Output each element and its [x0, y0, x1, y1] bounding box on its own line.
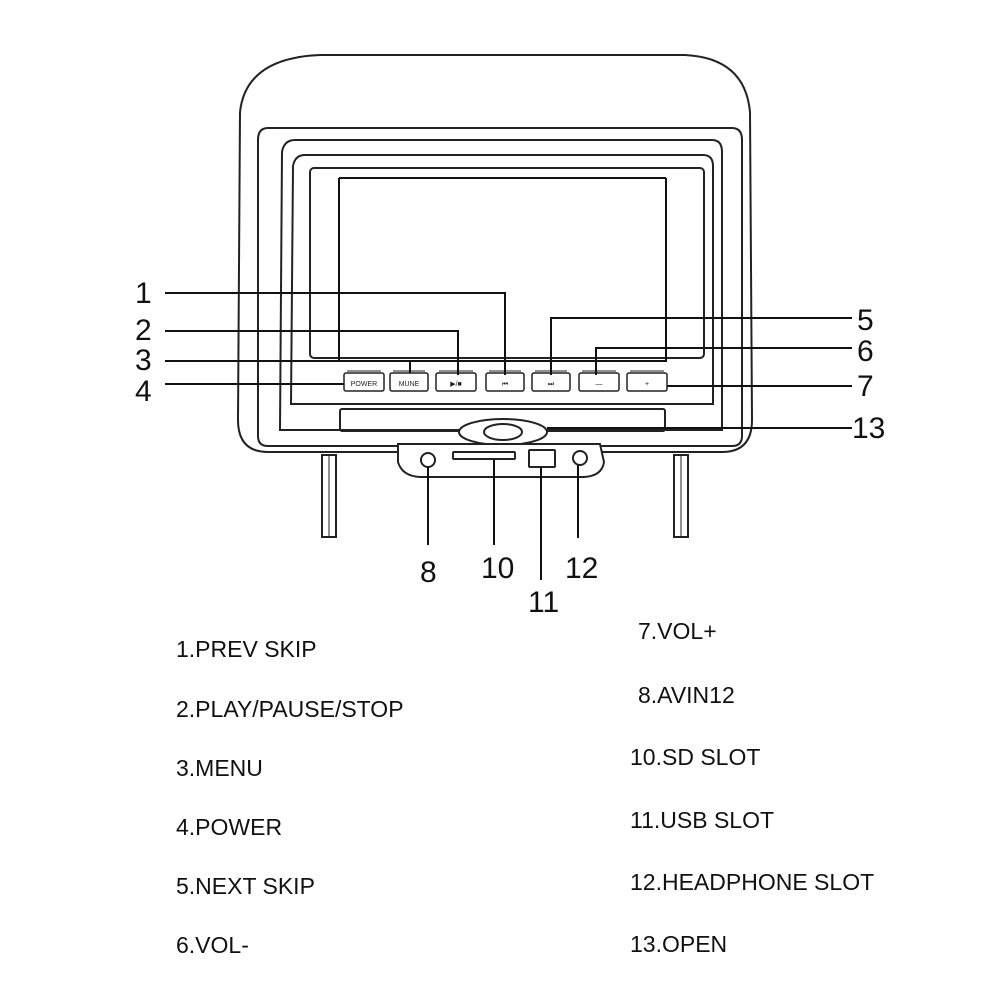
callout-10: 10 [481, 552, 514, 585]
connector-panel [397, 443, 606, 478]
legend-item-2: 2.PLAY/PAUSE/STOP [176, 696, 404, 722]
vol-plus-label: + [645, 381, 649, 388]
sd-card-slot[interactable] [452, 451, 516, 460]
legend-item-10: 10.SD SLOT [630, 744, 761, 770]
callout-8: 8 [420, 556, 437, 589]
callout-3: 3 [135, 344, 152, 377]
leader-line-6 [595, 347, 852, 375]
legend-item-7: 7.VOL+ [638, 618, 717, 644]
legend-item-13: 13.OPEN [630, 931, 728, 957]
callout-4: 4 [135, 375, 152, 408]
open-button-inner[interactable] [483, 423, 523, 441]
vol-plus-button[interactable] [626, 372, 668, 392]
power-button[interactable] [343, 372, 385, 392]
screen-bezel-inner [278, 139, 723, 431]
vol-minus-button[interactable] [578, 372, 620, 392]
prev-skip-icon: ⏮ [502, 381, 508, 388]
play-pause-stop-button[interactable] [435, 372, 477, 392]
leader-line-3 [165, 178, 667, 362]
callout-2: 2 [135, 314, 152, 347]
screen-bezel-outer [257, 127, 743, 447]
menu-button-label: MUNE [399, 381, 420, 388]
callout-6: 6 [857, 335, 874, 368]
next-skip-icon: ⏭ [548, 381, 555, 388]
leader-line-2 [165, 330, 459, 375]
legend-item-5: 5.NEXT SKIP [176, 873, 315, 899]
legend-item-4: 4.POWER [176, 814, 283, 840]
callout-1: 1 [135, 277, 152, 310]
callout-5: 5 [857, 304, 874, 337]
open-button[interactable] [458, 418, 548, 446]
power-button-label: POWER [351, 381, 377, 388]
callout-11: 11 [528, 586, 559, 619]
leader-line-1 [165, 292, 506, 375]
play-button-label: ▶/■ [450, 381, 462, 388]
callout-13: 13 [852, 412, 885, 445]
screen-frame [289, 154, 714, 405]
headrest-outer-shell [236, 54, 754, 453]
legend-item-1: 1.PREV SKIP [176, 636, 317, 662]
legend-item-12: 12.HEADPHONE SLOT [630, 869, 875, 895]
leader-line-5 [550, 317, 852, 375]
legend-item-11: 11.USB SLOT [630, 807, 775, 833]
headrest-monitor-diagram: POWER MUNE ▶/■ ⏮ ⏭ — + 1 2 3 4 5 6 7 13 … [135, 54, 885, 619]
legend-item-3: 3.MENU [176, 755, 263, 781]
display-area [309, 167, 705, 359]
vol-minus-label: — [596, 381, 603, 388]
callout-7: 7 [857, 370, 874, 403]
legend-item-8: 8.AVIN12 [638, 682, 735, 708]
callout-12: 12 [565, 552, 598, 585]
legend-item-6: 6.VOL- [176, 932, 249, 958]
headphone-jack[interactable] [572, 450, 588, 466]
